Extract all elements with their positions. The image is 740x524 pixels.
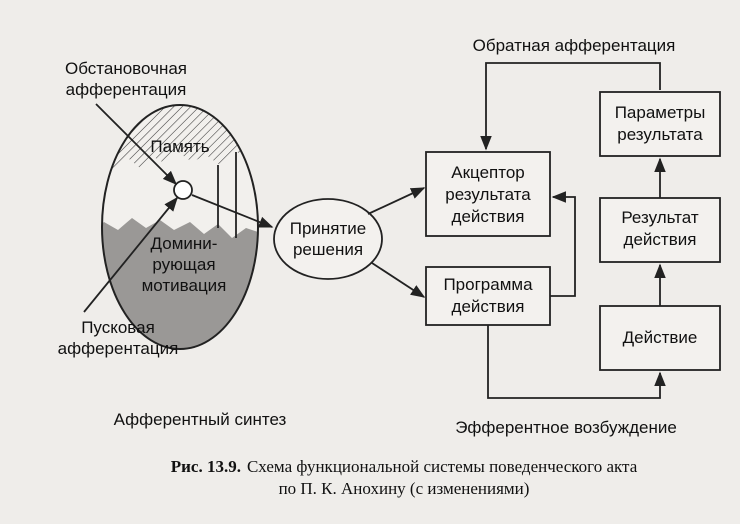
trigger-arrow: [83, 196, 178, 313]
acceptor-label-2: результата: [445, 185, 531, 204]
params-box: [599, 91, 721, 157]
acceptor-label-1: Акцептор: [451, 163, 525, 182]
feedback-label: Обратная афферентация: [473, 36, 676, 55]
situational-label-1: Обстановочная: [65, 59, 187, 78]
decision-label-2: решения: [293, 240, 363, 259]
result-label-1: Результат: [621, 208, 699, 227]
action-box: [599, 305, 721, 371]
trigger-label-2: афферентация: [58, 339, 179, 358]
figure-number: Рис. 13.9.: [171, 457, 241, 476]
figure-caption-line2: по П. К. Анохину (с изменениями): [279, 479, 530, 498]
decision-node: [273, 198, 383, 280]
decision-label-1: Принятие: [290, 219, 367, 238]
result-label-2: действия: [624, 230, 697, 249]
figure-caption-text1: Схема функциональной системы поведенческ…: [247, 457, 638, 476]
action-label: Действие: [623, 328, 698, 347]
params-label-1: Параметры: [615, 103, 706, 122]
memory-label: Память: [150, 137, 209, 156]
feedback-arrow: [480, 62, 661, 151]
situational-label-2: афферентация: [66, 80, 187, 99]
program-to-acceptor-arrow: [550, 191, 576, 297]
to-decision-arrow: [191, 194, 274, 228]
motivation-region: [102, 218, 258, 349]
situational-arrow: [95, 103, 178, 186]
integration-node: [173, 180, 193, 200]
afferent-synthesis-label: Афферентный синтез: [114, 410, 287, 429]
params-label-2: результата: [617, 125, 703, 144]
program-label-1: Программа: [443, 275, 533, 294]
efferent-arrow: [487, 325, 666, 399]
efferent-label: Эфферентное возбуждение: [455, 418, 677, 437]
acceptor-box: [425, 151, 551, 237]
motivation-label-3: мотивация: [142, 276, 227, 295]
trigger-label-1: Пусковая: [81, 318, 155, 337]
decision-to-program-arrow: [371, 262, 426, 298]
result-box: [599, 197, 721, 263]
motivation-label-2: рующая: [152, 255, 215, 274]
motivation-label-1: Домини-: [151, 234, 218, 253]
program-label-2: действия: [452, 297, 525, 316]
decision-to-acceptor-arrow: [367, 187, 426, 215]
acceptor-label-3: действия: [452, 207, 525, 226]
figure-caption-line1: Рис. 13.9. Схема функциональной системы п…: [171, 457, 638, 476]
